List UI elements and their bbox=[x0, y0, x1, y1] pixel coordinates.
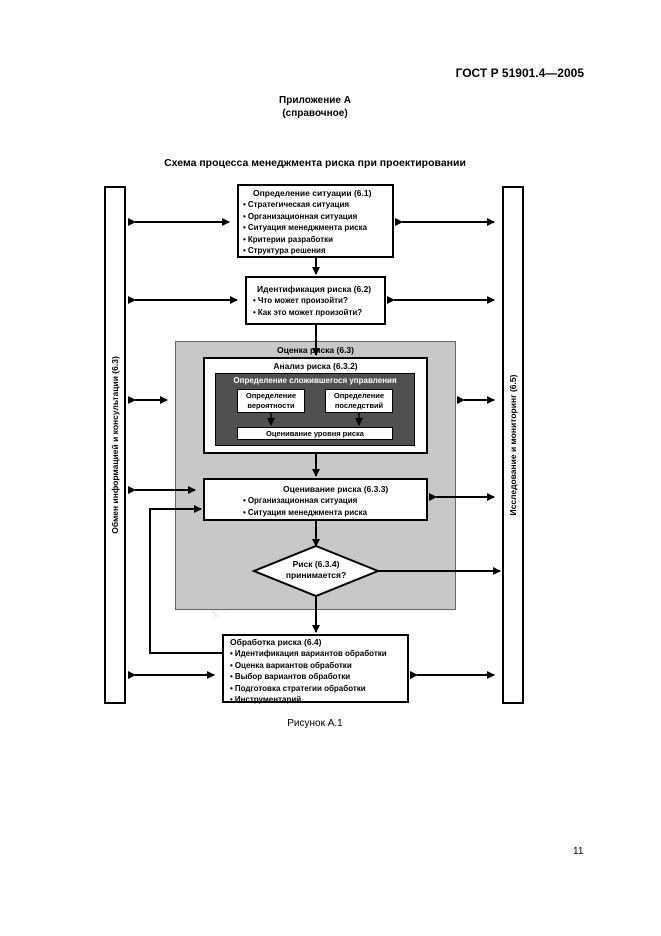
treatment-list: Идентификация вариантов обработки Оценка… bbox=[230, 648, 401, 706]
risk-analysis-title: Анализ риска (6.3.2) bbox=[273, 361, 358, 371]
list-item: Стратегическая ситуация bbox=[243, 199, 388, 211]
evaluation-list: Организационная ситуация Ситуация менедж… bbox=[211, 495, 420, 518]
list-item: Структура решения bbox=[243, 245, 388, 257]
identification-box: Идентификация риска (6.2) Что может прои… bbox=[245, 276, 386, 325]
list-item: Ситуация менеджмента риска bbox=[243, 507, 420, 519]
probability-box: Определение вероятности bbox=[237, 389, 305, 413]
page-number: 11 bbox=[573, 846, 584, 857]
list-item: Что может произойти? bbox=[253, 295, 378, 307]
identification-title: Идентификация риска (6.2) bbox=[257, 284, 372, 294]
decision-line2: принимается? bbox=[285, 570, 347, 580]
decision-diamond bbox=[251, 544, 381, 598]
scheme-title: Схема процесса менеджмента риска при про… bbox=[164, 157, 466, 169]
list-item: Как это может произойти? bbox=[253, 307, 378, 319]
context-list: Стратегическая ситуация Организационная … bbox=[243, 199, 388, 257]
list-item: Оценка вариантов обработки bbox=[230, 660, 401, 672]
risk-level-label: Оценивание уровня риска bbox=[266, 429, 364, 438]
list-item: Критерии разработки bbox=[243, 234, 388, 246]
document-code: ГОСТ Р 51901.4—2005 bbox=[455, 66, 584, 80]
list-item: Ситуация менеджмента риска bbox=[243, 222, 388, 234]
identification-list: Что может произойти? Как это может произ… bbox=[253, 295, 378, 318]
controls-title: Определение сложившегося управления bbox=[233, 376, 397, 385]
annex-note: (справочное) bbox=[282, 108, 348, 119]
figure-caption: Рисунок А.1 bbox=[287, 718, 343, 729]
treatment-box: Обработка риска (6.4) Идентификация вари… bbox=[222, 634, 409, 706]
list-item: Инструментарий bbox=[230, 694, 401, 706]
feedback-loop bbox=[149, 505, 222, 654]
decision-line1: Риск (6.3.4) bbox=[292, 559, 340, 569]
list-item: Идентификация вариантов обработки bbox=[230, 648, 401, 660]
consequences-box: Определение последствий bbox=[325, 389, 393, 413]
context-title: Определение ситуации (6.1) bbox=[253, 188, 372, 198]
treatment-title: Обработка риска (6.4) bbox=[230, 637, 322, 647]
list-item: Организационная ситуация bbox=[243, 495, 420, 507]
evaluation-box: Оценивание риска (6.3.3) Организационная… bbox=[203, 478, 428, 521]
risk-level-box: Оценивание уровня риска bbox=[237, 427, 393, 440]
list-item: Подготовка стратегии обработки bbox=[230, 683, 401, 695]
context-box: Определение ситуации (6.1) Стратегическа… bbox=[237, 184, 394, 258]
communication-column bbox=[104, 186, 126, 704]
monitoring-column bbox=[502, 186, 524, 704]
annex-title: Приложение А bbox=[279, 95, 351, 106]
list-item: Организационная ситуация bbox=[243, 211, 388, 223]
evaluation-title: Оценивание риска (6.3.3) bbox=[283, 484, 389, 494]
list-item: Выбор вариантов обработки bbox=[230, 671, 401, 683]
probability-label: Определение вероятности bbox=[245, 391, 297, 410]
consequences-label: Определение последствий bbox=[333, 391, 385, 410]
